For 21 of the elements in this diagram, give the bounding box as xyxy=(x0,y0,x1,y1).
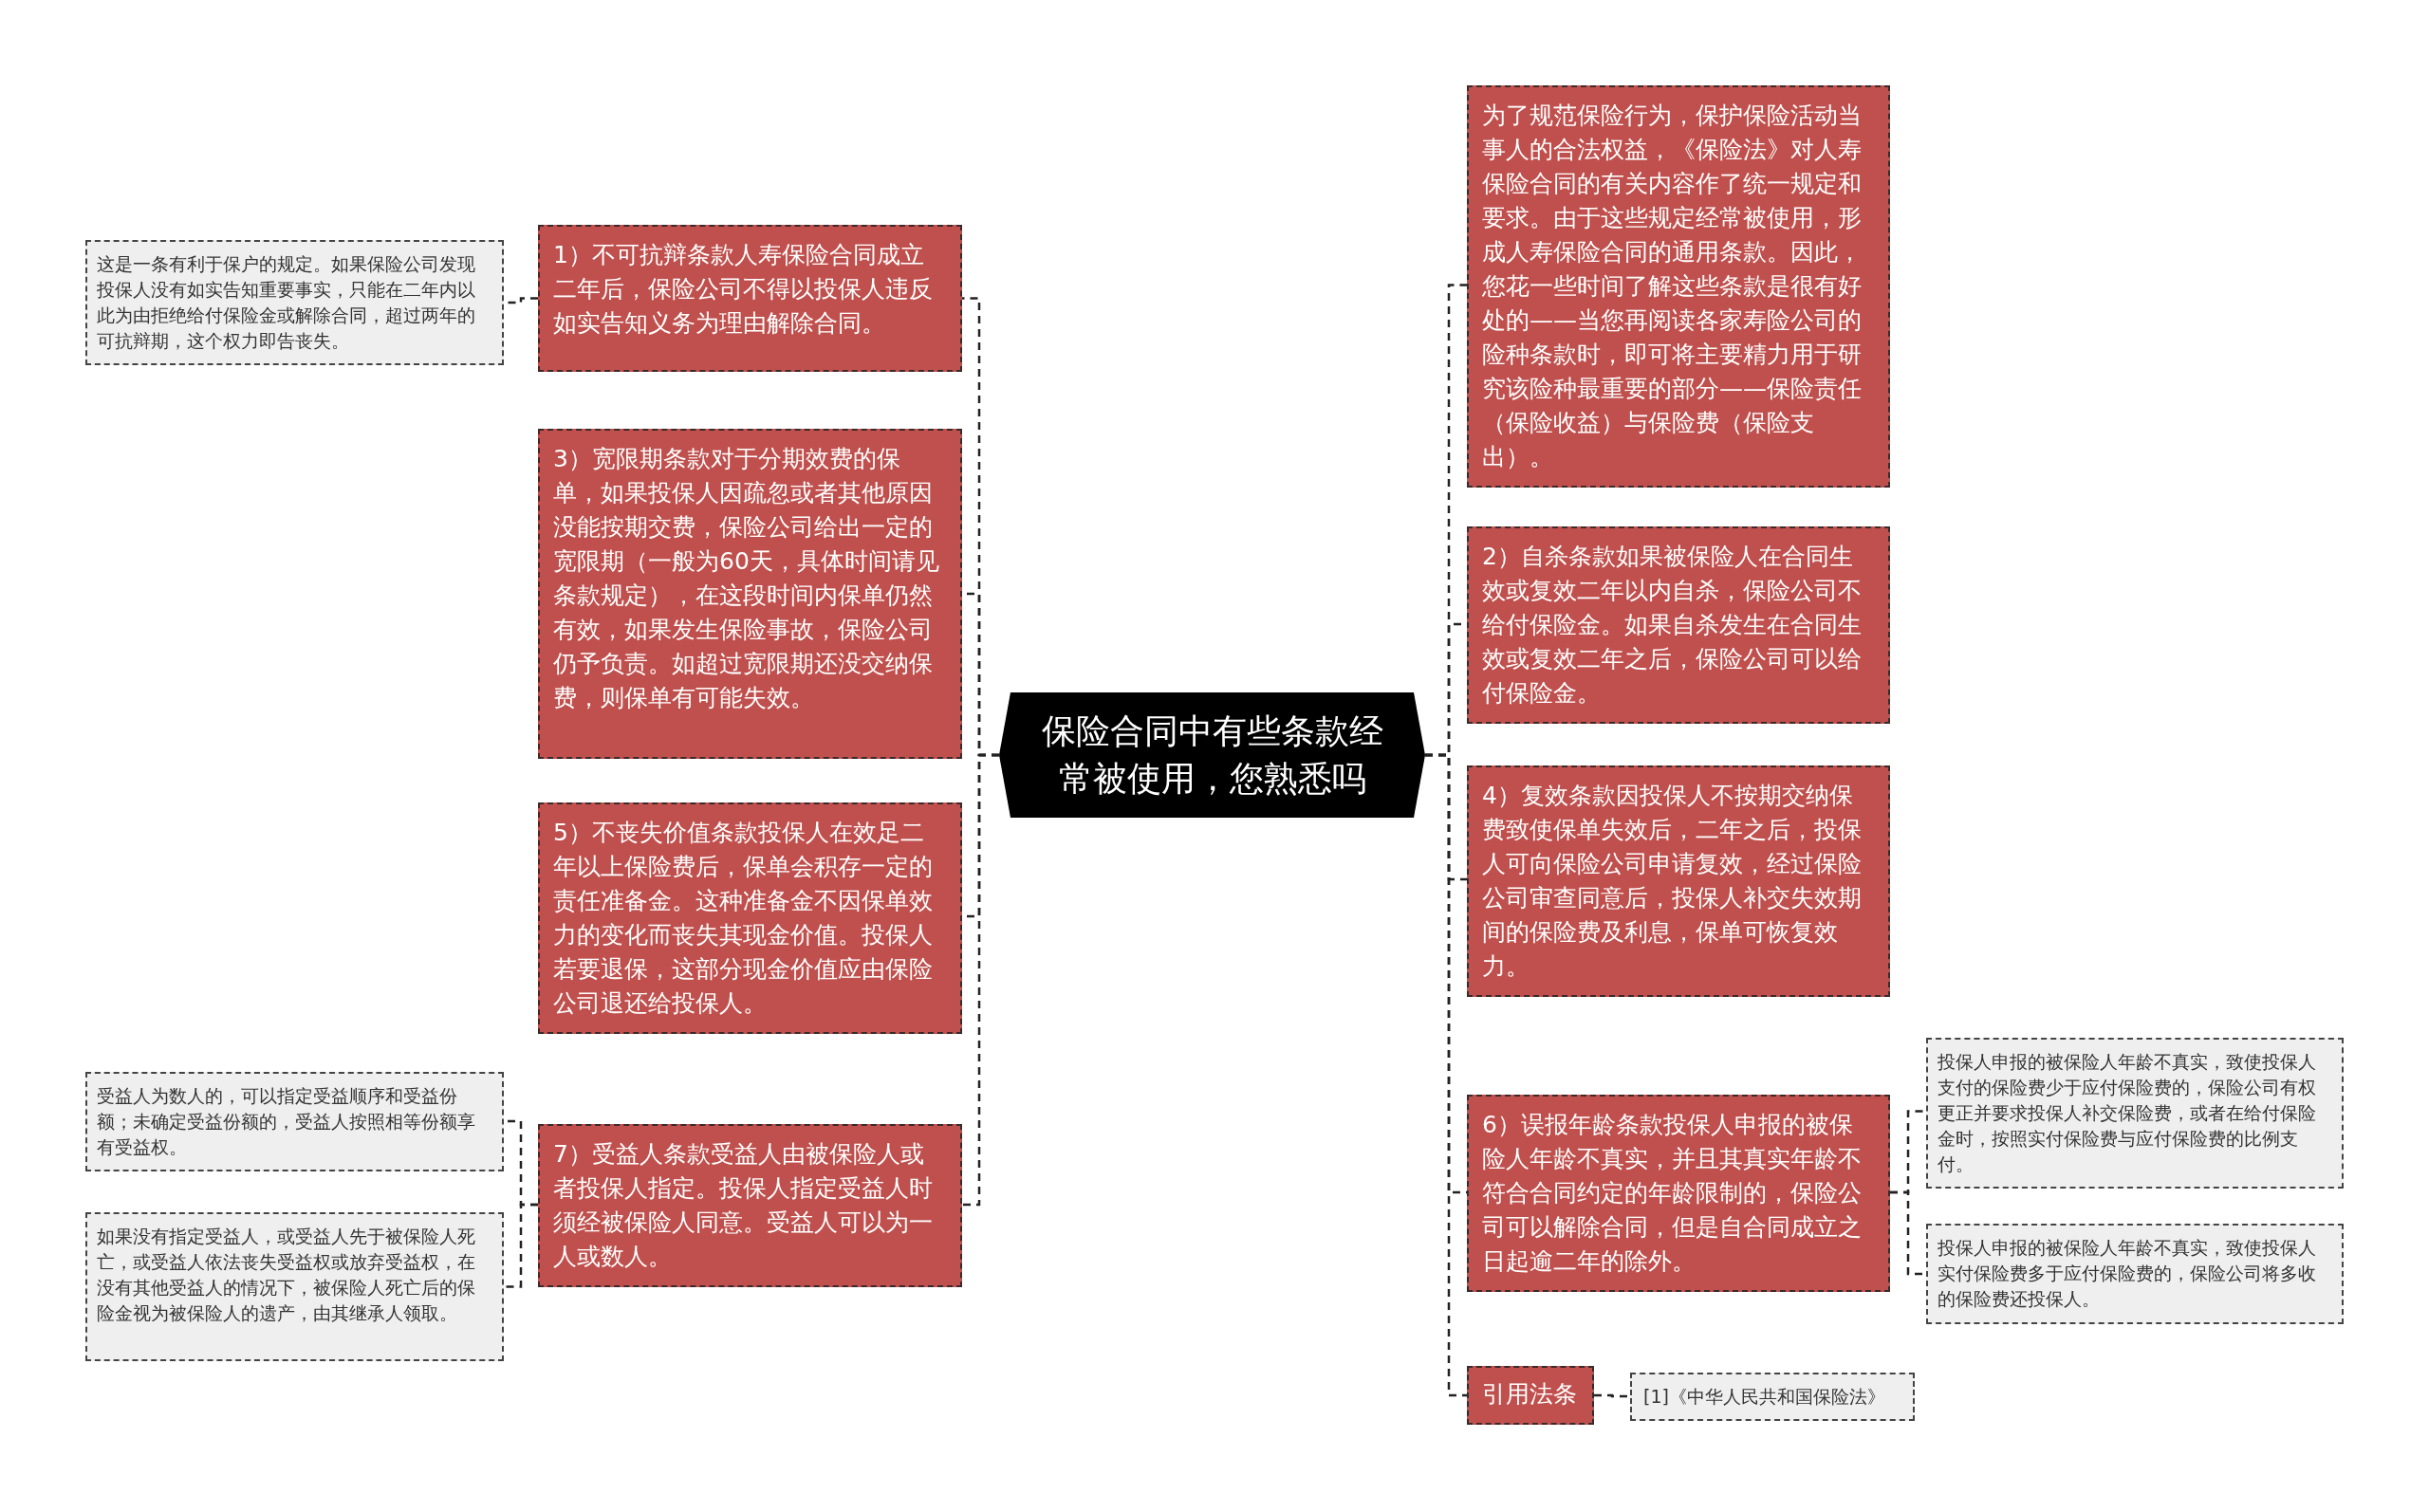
note-box: [1]《中华人民共和国保险法》 xyxy=(1630,1373,1915,1421)
topic-box: 引用法条 xyxy=(1467,1366,1594,1425)
topic-box: 3）宽限期条款对于分期效费的保单，如果投保人因疏忽或者其他原因没能按期交费，保险公司给出一定的宽限期（一般为60天，具体时间请见条款规定），在这段时间内保单仍然有效，如果发生保险事故，保险公司仍予负责。如超过宽限期还没交纳保费，则保单有可能失效。 xyxy=(538,429,962,759)
topic-title: 保险合同中有些条款经常被使用，您熟悉吗 xyxy=(1040,710,1384,800)
topic-box: 2）自杀条款如果被保险人在合同生效或复效二年以内自杀，保险公司不给付保险金。如果自杀发生在合同生效或复效二年之后，保险公司可以给付保险金。 xyxy=(1467,526,1890,724)
note-box: 投保人申报的被保险人年龄不真实，致使投保人实付保险费多于应付保险费的，保险公司将多收的保险费还投保人。 xyxy=(1926,1224,2344,1324)
connector-line xyxy=(504,1203,538,1288)
connector-line xyxy=(1425,753,1467,1397)
topic-box: 4）复效条款因投保人不按期交纳保费致使保单失效后，二年之后，投保人可向保险公司申请复效，经过保险公司审查同意后，投保人补交失效期间的保险费及利息，保单可恢复效力。 xyxy=(1467,765,1890,997)
topic-box: 6）误报年龄条款投保人申报的被保险人年龄不真实，并且其真实年龄不符合合同约定的年龄限制的，保险公司可以解除合同，但是自合同成立之日起逾二年的除外。 xyxy=(1467,1095,1890,1292)
note-box: 这是一条有利于保户的规定。如果保险公司发现投保人没有如实告知重要事实，只能在二年内以此为由拒绝给付保险金或解除合同，超过两年的可抗辩期，这个权力即告丧失。 xyxy=(85,240,504,365)
connector-line xyxy=(1594,1393,1630,1398)
central-topic xyxy=(999,692,1425,818)
topic-box: 1）不可抗辩条款人寿保险合同成立二年后，保险公司不得以投保人违反如实告知义务为理由解除合同。 xyxy=(538,225,962,372)
note-box: 受益人为数人的，可以指定受益顺序和受益份额；未确定受益份额的，受益人按照相等份额享有受益权。 xyxy=(85,1072,504,1171)
topic-box: 5）不丧失价值条款投保人在效足二年以上保险费后，保单会积存一定的责任准备金。这种准备金不因保单效力的变化而丧失其现金价值。投保人若要退保，这部分现金价值应由保险公司退还给投保人。 xyxy=(538,802,962,1034)
topic-box: 7）受益人条款受益人由被保险人或者投保人指定。投保人指定受益人时须经被保险人同意。受益人可以为一人或数人。 xyxy=(538,1124,962,1287)
topic-box: 为了规范保险行为，保护保险活动当事人的合法权益，《保险法》对人寿保险合同的有关内容作了统一规定和要求。由于这些规定经常被使用，形成人寿保险合同的通用条款。因此，您花一些时间了解这些条款是很有好处的——当您再阅读各家寿险公司的险种条款时，即可将主要精力用于研究该险种最重要的部分——保险责任（保险收益）与保险费（保险支出）。 xyxy=(1467,85,1890,488)
note-box: 投保人申报的被保险人年龄不真实，致使投保人支付的保险费少于应付保险费的，保险公司有权更正并要求投保人补交保险费，或者在给付保险金时，按照实付保险费与应付保险费的比例支付。 xyxy=(1926,1038,2344,1189)
connector-line xyxy=(962,753,999,1207)
note-box: 如果没有指定受益人，或受益人先于被保险人死亡，或受益人依法丧失受益权或放弃受益权，在没有其他受益人的情况下，被保险人死亡后的保险金视为被保险人的遗产，由其继承人领取。 xyxy=(85,1212,504,1361)
